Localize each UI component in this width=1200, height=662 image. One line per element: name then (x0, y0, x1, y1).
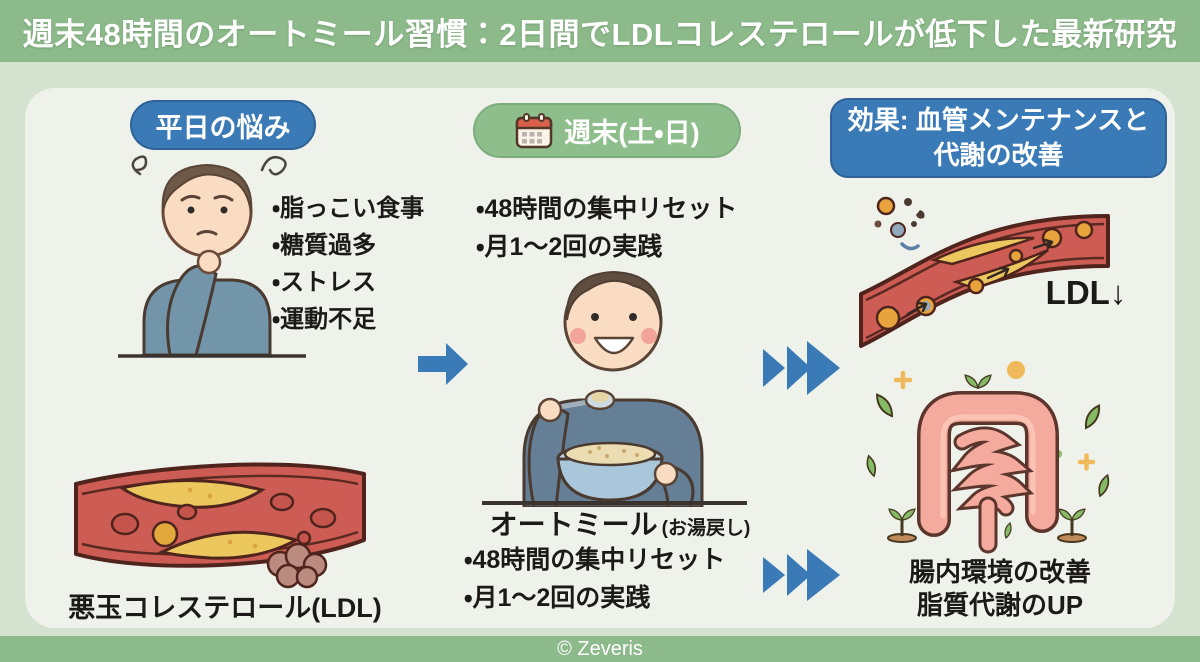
worry-item: ・糖質過多 (272, 232, 377, 259)
worry-item: ・ストレス (272, 269, 377, 296)
arrow-right-icon (418, 340, 470, 388)
meal-caption: オートミール(お湯戻し) (430, 503, 810, 543)
effect-badge-line1: 効果: 血管メンテナンスと (847, 105, 1150, 135)
calendar-icon (514, 112, 554, 150)
ldl-down-caption: LDL↓ (1045, 274, 1127, 311)
copyright: © Zeveris (557, 637, 643, 660)
footer: © Zeveris (0, 636, 1200, 662)
weekday-worries-list: ・脂っこい食事 ・糖質過多 ・ストレス ・運動不足 (272, 190, 424, 338)
fast-forward-icon (760, 546, 842, 604)
worried-man-illustration (112, 150, 312, 362)
weekday-worries-badge: 平日の悩み (130, 100, 316, 150)
weekend-point: ・月1〜2回の実践 (476, 233, 663, 261)
weekend-points-top: ・48時間の集中リセット ・月1〜2回の実践 (476, 190, 737, 266)
gut-result-line1: 腸内環境の改善 (908, 557, 1091, 587)
worry-item: ・運動不足 (272, 306, 377, 333)
weekend-point: ・48時間の集中リセット (476, 195, 738, 223)
weekend-points-bottom: ・48時間の集中リセット ・月1〜2回の実践 (464, 541, 725, 617)
effect-badge: 効果: 血管メンテナンスと 代謝の改善 (830, 98, 1167, 178)
gut-result-line2: 脂質代謝のUP (916, 590, 1084, 620)
eating-man-illustration (462, 262, 762, 507)
meal-label: オートミール (489, 509, 658, 540)
weekend-badge: 週末(土・日) (473, 103, 741, 158)
weekday-worries-label: 平日の悩み (155, 112, 291, 143)
gut-result-caption: 腸内環境の改善 脂質代謝のUP (850, 556, 1150, 622)
effect-badge-line2: 代謝の改善 (933, 140, 1064, 170)
fast-forward-icon (760, 336, 842, 398)
gut-flora-illustration (858, 358, 1116, 556)
title-banner: 週末48時間のオートミール習慣：2日間でLDLコレステロールが低下した最新研究 (0, 0, 1200, 62)
bad-cholesterol-caption: 悪玉コレステロール(LDL) (68, 593, 382, 623)
weekend-point: ・月1〜2回の実践 (464, 584, 651, 612)
meal-note: (お湯戻し) (661, 518, 751, 539)
clearing-artery-illustration (856, 186, 1118, 358)
weekend-badge-label: 週末(土・日) (564, 118, 700, 148)
worry-item: ・脂っこい食事 (272, 195, 425, 222)
clogged-artery-illustration (70, 444, 370, 592)
page-title: 週末48時間のオートミール習慣：2日間でLDLコレステロールが低下した最新研究 (22, 16, 1178, 52)
weekend-point: ・48時間の集中リセット (464, 546, 726, 574)
